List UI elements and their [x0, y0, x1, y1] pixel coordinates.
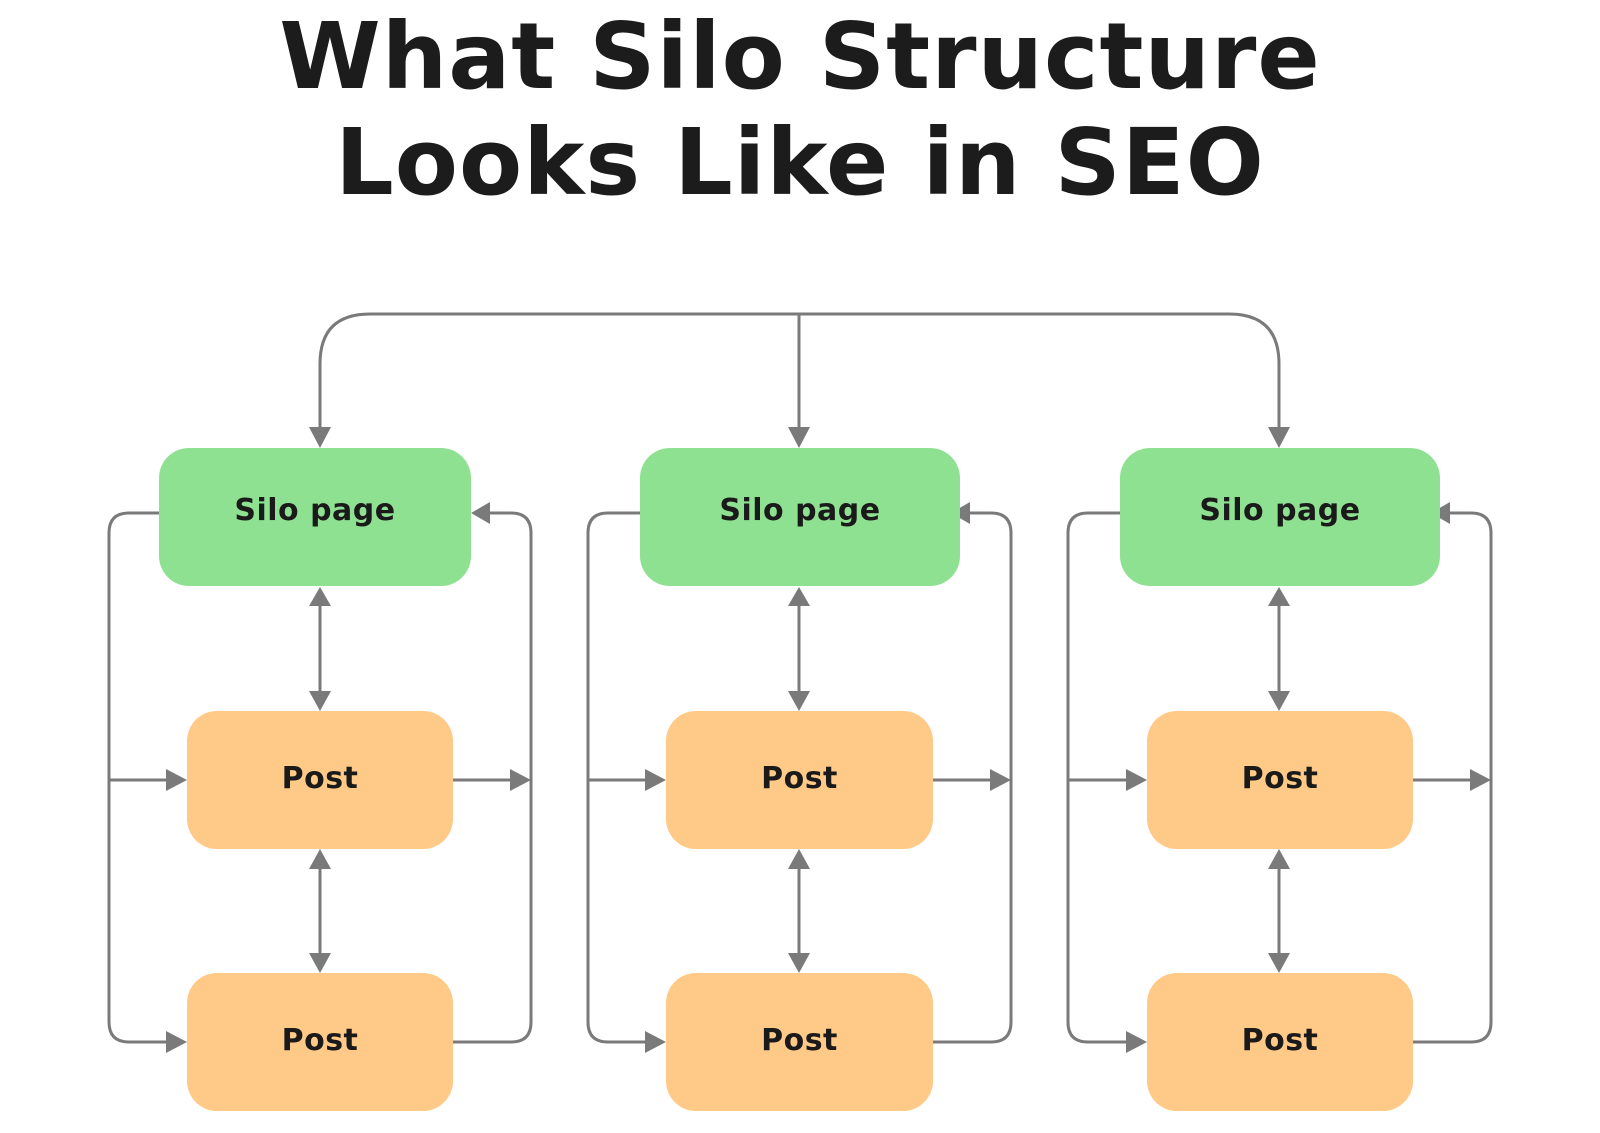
post-node-3-1[interactable]: Post: [1147, 711, 1413, 849]
post-node-3-2[interactable]: Post: [1147, 973, 1413, 1111]
post-node-2-2[interactable]: Post: [666, 973, 933, 1111]
silo-page-node-1[interactable]: Silo page: [159, 448, 471, 586]
post-label: Post: [281, 760, 359, 796]
silo-page-node-2[interactable]: Silo page: [640, 448, 960, 586]
title-line-1: What Silo Structure: [279, 3, 1321, 110]
silo-page-node-3[interactable]: Silo page: [1120, 448, 1440, 586]
silo-page-label: Silo page: [234, 492, 396, 528]
post-label: Post: [761, 760, 838, 796]
silo-page-label: Silo page: [1199, 492, 1361, 528]
post-node-1-1[interactable]: Post: [187, 711, 453, 849]
post-label: Post: [281, 1022, 359, 1058]
post-node-1-2[interactable]: Post: [187, 973, 453, 1111]
post-label: Post: [1241, 760, 1319, 796]
arrowheads: [166, 427, 1491, 1053]
post-label: Post: [761, 1022, 838, 1058]
title-line-2: Looks Like in SEO: [335, 109, 1265, 216]
post-node-2-1[interactable]: Post: [666, 711, 933, 849]
diagram-title: What Silo Structure Looks Like in SEO: [0, 4, 1600, 216]
arrow-down-icon: [309, 427, 331, 448]
arrow-down-icon: [788, 427, 810, 448]
silo-page-label: Silo page: [719, 492, 881, 528]
arrow-down-icon: [1268, 427, 1290, 448]
post-label: Post: [1241, 1022, 1319, 1058]
